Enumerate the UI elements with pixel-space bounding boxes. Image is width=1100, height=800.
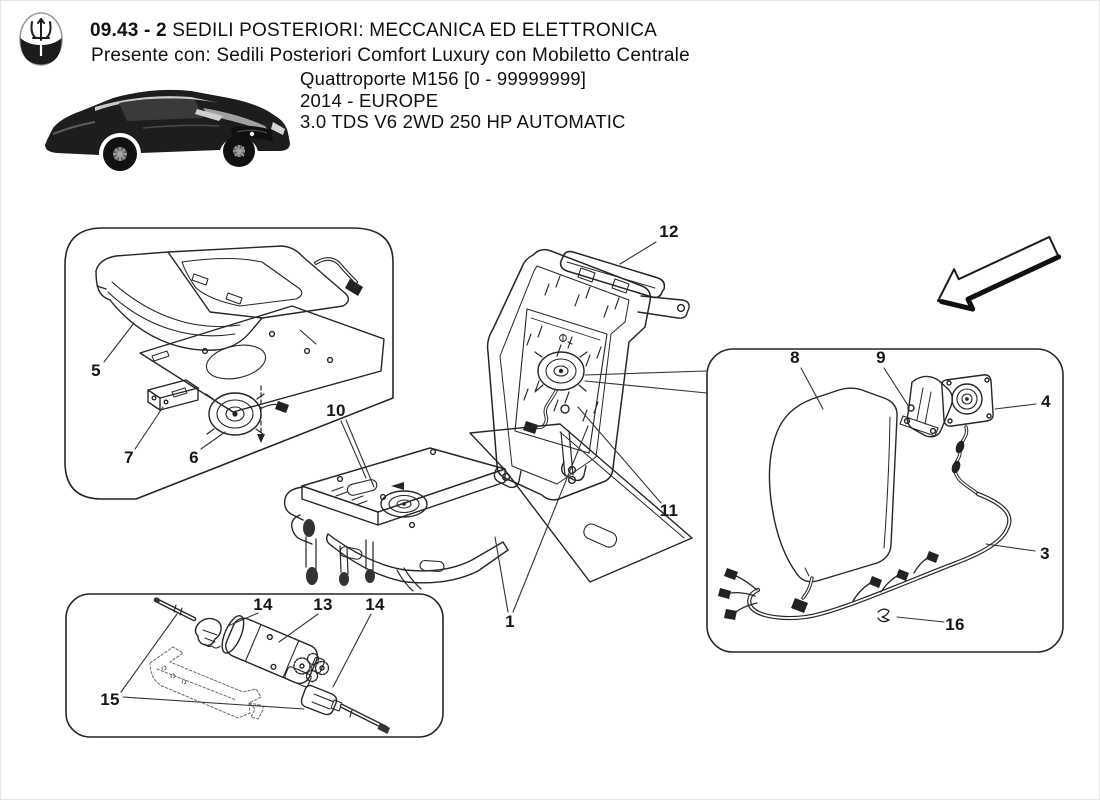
callout-14: 14: [253, 595, 273, 614]
callout-3: 3: [1040, 544, 1050, 563]
direction-arrow-icon: [937, 235, 1062, 312]
callout-4: 4: [1041, 392, 1051, 411]
model-year-market: 2014 - EUROPE: [300, 89, 439, 111]
callout-10: 10: [326, 401, 346, 420]
page-title-line: 09.43 - 2 SEDILI POSTERIORI: MECCANICA E…: [90, 20, 657, 42]
page-title: SEDILI POSTERIORI: MECCANICA ED ELETTRON…: [172, 20, 658, 41]
callout-5: 5: [91, 361, 101, 380]
vehicle-info-block: Quattroporte M156 [0 - 99999999] 2014 - …: [300, 68, 626, 133]
callout-6: 6: [189, 448, 199, 467]
callout-11: 11: [659, 501, 679, 520]
maserati-trident-icon: [16, 10, 66, 68]
callout-15: 15: [100, 690, 120, 709]
callout-14: 14: [365, 595, 385, 614]
maserati-quattroporte-photo: [33, 76, 297, 180]
section-code: 09.43 - 2: [90, 20, 167, 41]
applicability-note: Presente con: Sedili Posteriori Comfort …: [91, 45, 690, 66]
model-name: Quattroporte M156 [0 - 99999999]: [300, 68, 587, 89]
engine-spec: 3.0 TDS V6 2WD 250 HP AUTOMATIC: [300, 111, 626, 132]
callout-8: 8: [790, 348, 800, 367]
callout-16: 16: [945, 615, 965, 634]
callout-1: 1: [505, 612, 515, 631]
callout-13: 13: [313, 595, 333, 614]
callout-12: 12: [659, 222, 679, 241]
callout-9: 9: [876, 348, 886, 367]
callout-7: 7: [124, 448, 134, 467]
